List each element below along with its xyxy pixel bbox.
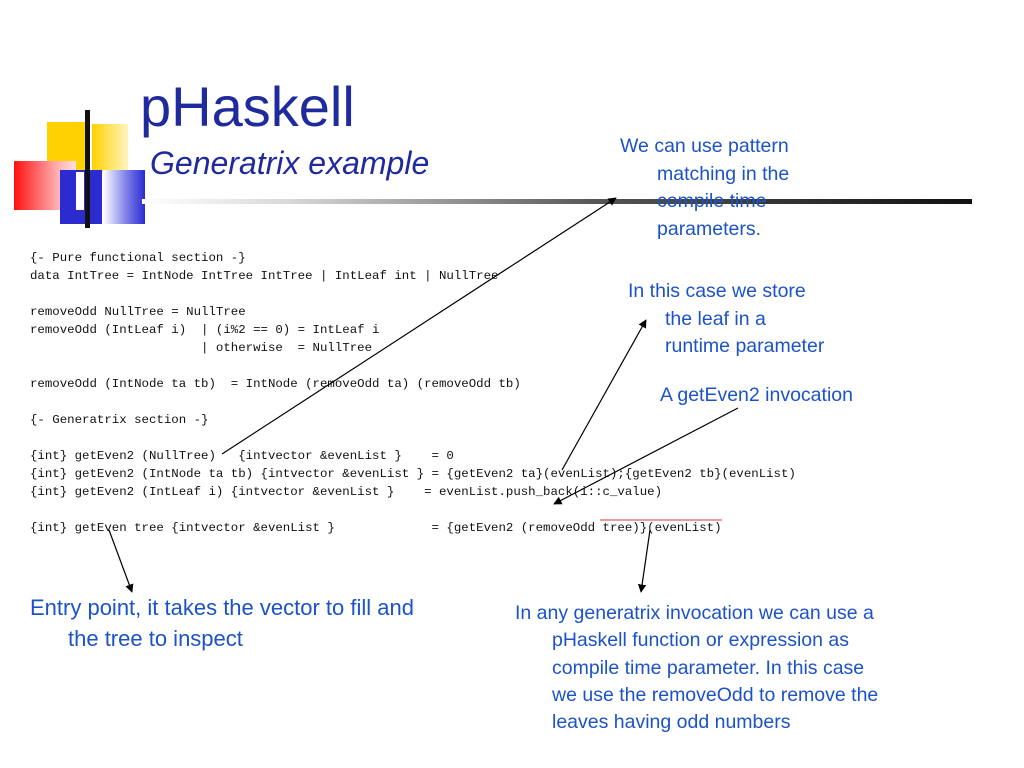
logo-blue-gradient-square (103, 170, 145, 224)
annotation-generatrix-invocation: In any generatrix invocation we can use … (515, 600, 878, 736)
logo-yellow-gradient-square (92, 124, 128, 172)
annotation-pattern-matching: We can use pattern matching in the compi… (620, 133, 789, 243)
code-line: {int} getEven2 (NullTree) {intvector &ev… (30, 449, 454, 463)
arrow-to-pattern-note (221, 197, 617, 455)
code-line: {int} getEven tree {intvector &evenList … (30, 521, 722, 535)
logo-white-overlap (76, 172, 84, 210)
code-line: | otherwise = NullTree (30, 341, 373, 355)
code-line: removeOdd NullTree = NullTree (30, 305, 246, 319)
annotation-line: A getEven2 invocation (660, 384, 853, 406)
arrow-to-leaf-note (561, 319, 647, 471)
code-line: removeOdd (IntNode ta tb) = IntNode (rem… (30, 377, 521, 391)
code-line: {int} getEven2 (IntNode ta tb) {intvecto… (30, 467, 796, 481)
code-line: {- Pure functional section -} (30, 251, 246, 265)
slide-subtitle: Generatrix example (150, 145, 430, 181)
annotation-leaf-runtime: In this case we store the leaf in a runt… (628, 278, 824, 361)
code-line: {int} getEven2 (IntLeaf i) {intvector &e… (30, 485, 663, 499)
arrow-to-entry-note (108, 529, 134, 593)
code-line: data IntTree = IntNode IntTree IntTree |… (30, 269, 499, 283)
code-line: removeOdd (IntLeaf i) | (i%2 == 0) = Int… (30, 323, 380, 337)
code-block: {- Pure functional section -} data IntTre… (30, 249, 796, 537)
annotation-line: runtime parameter (665, 335, 825, 357)
annotation-line: parameters. (657, 217, 762, 240)
annotation-line: compile time parameter. In this case (552, 656, 865, 679)
annotation-line: In this case we store (628, 280, 806, 302)
title-underline-rule (142, 199, 972, 204)
annotation-line: matching in the (657, 162, 790, 185)
annotation-line: Entry point, it takes the vector to fill… (30, 595, 414, 620)
annotation-line: we use the removeOdd to remove the (552, 683, 879, 706)
annotation-line: the tree to inspect (68, 626, 243, 651)
annotation-entry-point: Entry point, it takes the vector to fill… (30, 592, 414, 654)
annotation-line: In any generatrix invocation we can use … (515, 602, 874, 624)
annotation-geteven2-invocation: A getEven2 invocation (660, 382, 853, 410)
arrow-to-generatrix-note (637, 529, 651, 593)
annotation-line: leaves having odd numbers (552, 711, 791, 734)
logo-vertical-bar (85, 110, 90, 228)
annotation-line: the leaf in a (665, 307, 766, 330)
annotation-line: We can use pattern (620, 135, 789, 157)
code-line: {- Generatrix section -} (30, 413, 209, 427)
slide-title: pHaskell (140, 75, 355, 138)
annotation-line: pHaskell function or expression as (552, 629, 849, 652)
annotation-line: compile time (657, 190, 767, 212)
arrow-from-invocation-note (553, 407, 739, 505)
